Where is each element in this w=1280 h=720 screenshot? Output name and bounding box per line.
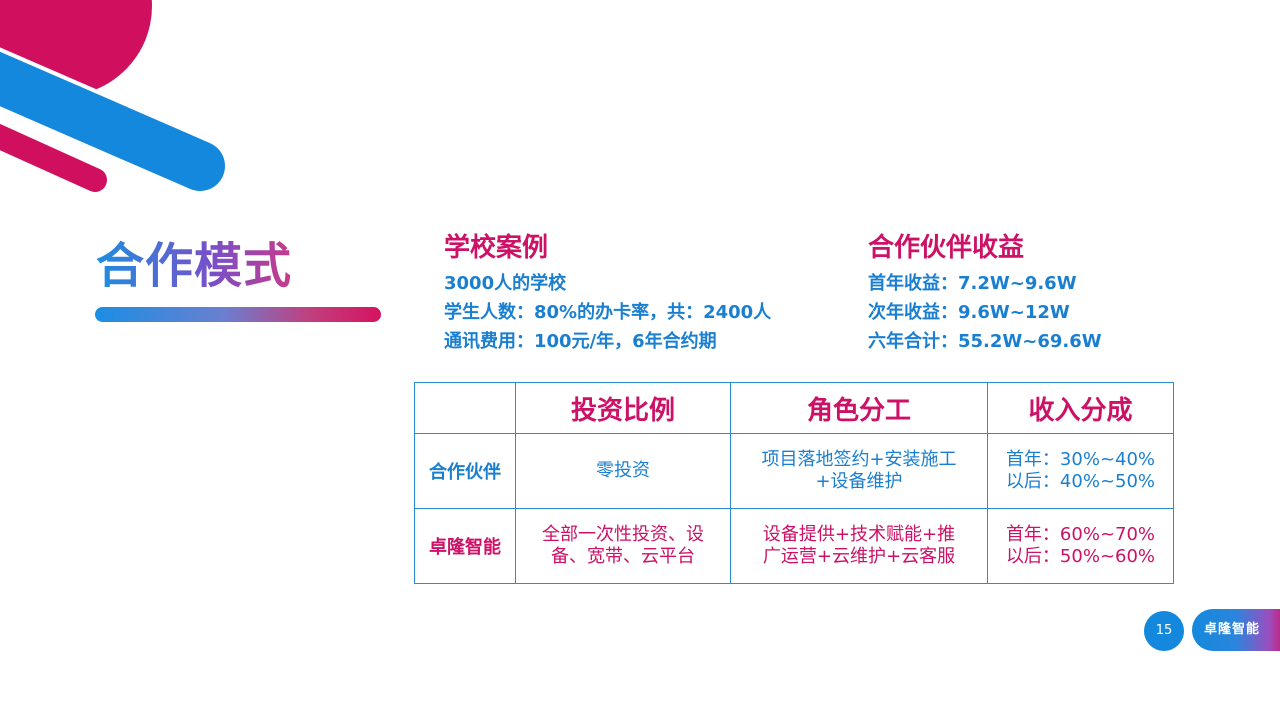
cell-line: 项目落地签约+安装施工 [761, 449, 957, 470]
decorative-shapes [0, 0, 234, 197]
table-header-role: 角色分工 [730, 382, 988, 434]
cell-line: +设备维护 [815, 471, 903, 492]
row-label-zhuolong: 卓隆智能 [414, 508, 516, 584]
title-underline-bar [95, 307, 381, 322]
table-cell-share: 首年：60%~70% 以后：50%~60% [987, 508, 1174, 584]
partner-income-line: 次年收益：9.6W~12W [868, 302, 1070, 323]
cell-line: 首年：30%~40% [1005, 449, 1156, 470]
pink-stripe-shape [0, 123, 107, 192]
school-case-heading: 学校案例 [444, 233, 549, 263]
table-cell-role: 设备提供+技术赋能+推 广运营+云维护+云客服 [730, 508, 988, 584]
table-cell-share: 首年：30%~40% 以后：40%~50% [987, 433, 1174, 509]
cell-line: 零投资 [596, 460, 650, 481]
partner-income-line: 六年合计：55.2W~69.6W [868, 331, 1102, 352]
cell-line: 以后：40%~50% [1005, 471, 1156, 492]
table-cell-role: 项目落地签约+安装施工 +设备维护 [730, 433, 988, 509]
school-case-line: 3000人的学校 [444, 273, 567, 294]
school-case-line: 通讯费用：100元/年，6年合约期 [444, 331, 717, 352]
cell-line: 以后：50%~60% [1005, 546, 1156, 567]
table-header-invest: 投资比例 [515, 382, 731, 434]
table-header-empty [414, 382, 516, 434]
table-header-share: 收入分成 [987, 382, 1174, 434]
table-cell-invest: 零投资 [515, 433, 731, 509]
cell-line: 首年：60%~70% [1005, 524, 1156, 545]
page-title: 合作模式 [96, 226, 292, 296]
cell-line: 广运营+云维护+云客服 [762, 546, 956, 567]
table-cell-invest: 全部一次性投资、设 备、宽带、云平台 [515, 508, 731, 584]
table-row: 合作伙伴 零投资 项目落地签约+安装施工 +设备维护 首年：30%~40% 以后… [414, 433, 1174, 509]
table-header-row: 投资比例 角色分工 收入分成 [414, 382, 1174, 434]
row-label-partner: 合作伙伴 [414, 433, 516, 509]
table-row: 卓隆智能 全部一次性投资、设 备、宽带、云平台 设备提供+技术赋能+推 广运营+… [414, 508, 1174, 584]
cell-line: 备、宽带、云平台 [551, 546, 695, 567]
partner-income-heading: 合作伙伴收益 [868, 233, 1025, 263]
school-case-line: 学生人数：80%的办卡率，共：2400人 [444, 302, 772, 323]
partner-income-block: 合作伙伴收益 首年收益：7.2W~9.6W 次年收益：9.6W~12W 六年合计… [868, 233, 1102, 356]
page-number-badge: 15 [1144, 611, 1184, 651]
partner-income-line: 首年收益：7.2W~9.6W [868, 273, 1077, 294]
school-case-block: 学校案例 3000人的学校 学生人数：80%的办卡率，共：2400人 通讯费用：… [444, 233, 771, 356]
brand-badge: 卓隆智能 [1192, 609, 1280, 651]
cell-line: 全部一次性投资、设 [542, 524, 704, 545]
cell-line: 设备提供+技术赋能+推 [762, 524, 956, 545]
cooperation-table: 投资比例 角色分工 收入分成 合作伙伴 零投资 项目落地签约+安装施工 +设备维… [414, 382, 1174, 584]
blue-stripe-shape [0, 51, 225, 191]
